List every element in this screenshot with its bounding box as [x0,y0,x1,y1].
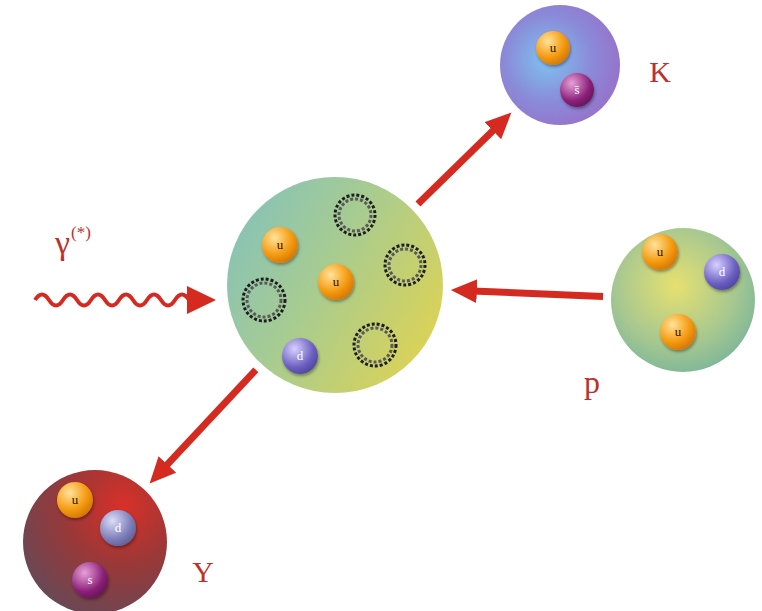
gluon-loop [385,245,425,285]
gluon-loop [335,195,375,235]
photon-arrowhead [187,286,216,314]
photon-symbol: γ [55,226,70,260]
momentum-arrow [473,291,603,297]
kaon-circle: Kus̄ [500,5,620,125]
intermediate-circle: uu d [227,177,443,393]
virtuality-superscript: (*) [71,224,91,241]
hyperon-circle: Yuds [23,470,167,611]
particle-label: K [649,57,671,87]
quark-flavour: u [660,314,696,350]
quark-flavour: s [72,562,108,598]
quark-flavour: s̄ [560,73,594,107]
momentum-arrow [165,370,256,468]
proton-circle: pudu [611,228,755,372]
quark-ball: u [660,314,696,350]
quark-ball: s [72,562,108,598]
quark-ball: d [282,338,318,374]
gluon-loop [358,328,392,362]
quark-ball: u [318,264,354,300]
quark-ball: d [704,254,740,290]
quark-ball: d [100,510,136,546]
quark-ball: u [57,482,93,518]
quark-flavour: u [318,264,354,300]
particle-label: p [584,366,600,398]
quark-ball: s̄ [560,73,594,107]
gluon-loop [243,279,285,321]
gluon-loop [389,249,421,281]
momentum-arrow [418,128,496,204]
quark-flavour: d [100,510,136,546]
particle-label: Y [192,557,214,587]
quark-flavour: d [704,254,740,290]
photon-wave [35,295,189,306]
quark-ball: u [536,31,570,65]
quark-ball: u [262,227,298,263]
quark-flavour: u [57,482,93,518]
gluon-loop [247,283,281,317]
gluon-loop [354,324,396,366]
quark-flavour: u [642,234,678,270]
quark-ball: u [642,234,678,270]
gluon-loop [339,199,371,231]
quark-flavour: u [536,31,570,65]
quark-flavour: u [262,227,298,263]
quark-flavour: d [282,338,318,374]
